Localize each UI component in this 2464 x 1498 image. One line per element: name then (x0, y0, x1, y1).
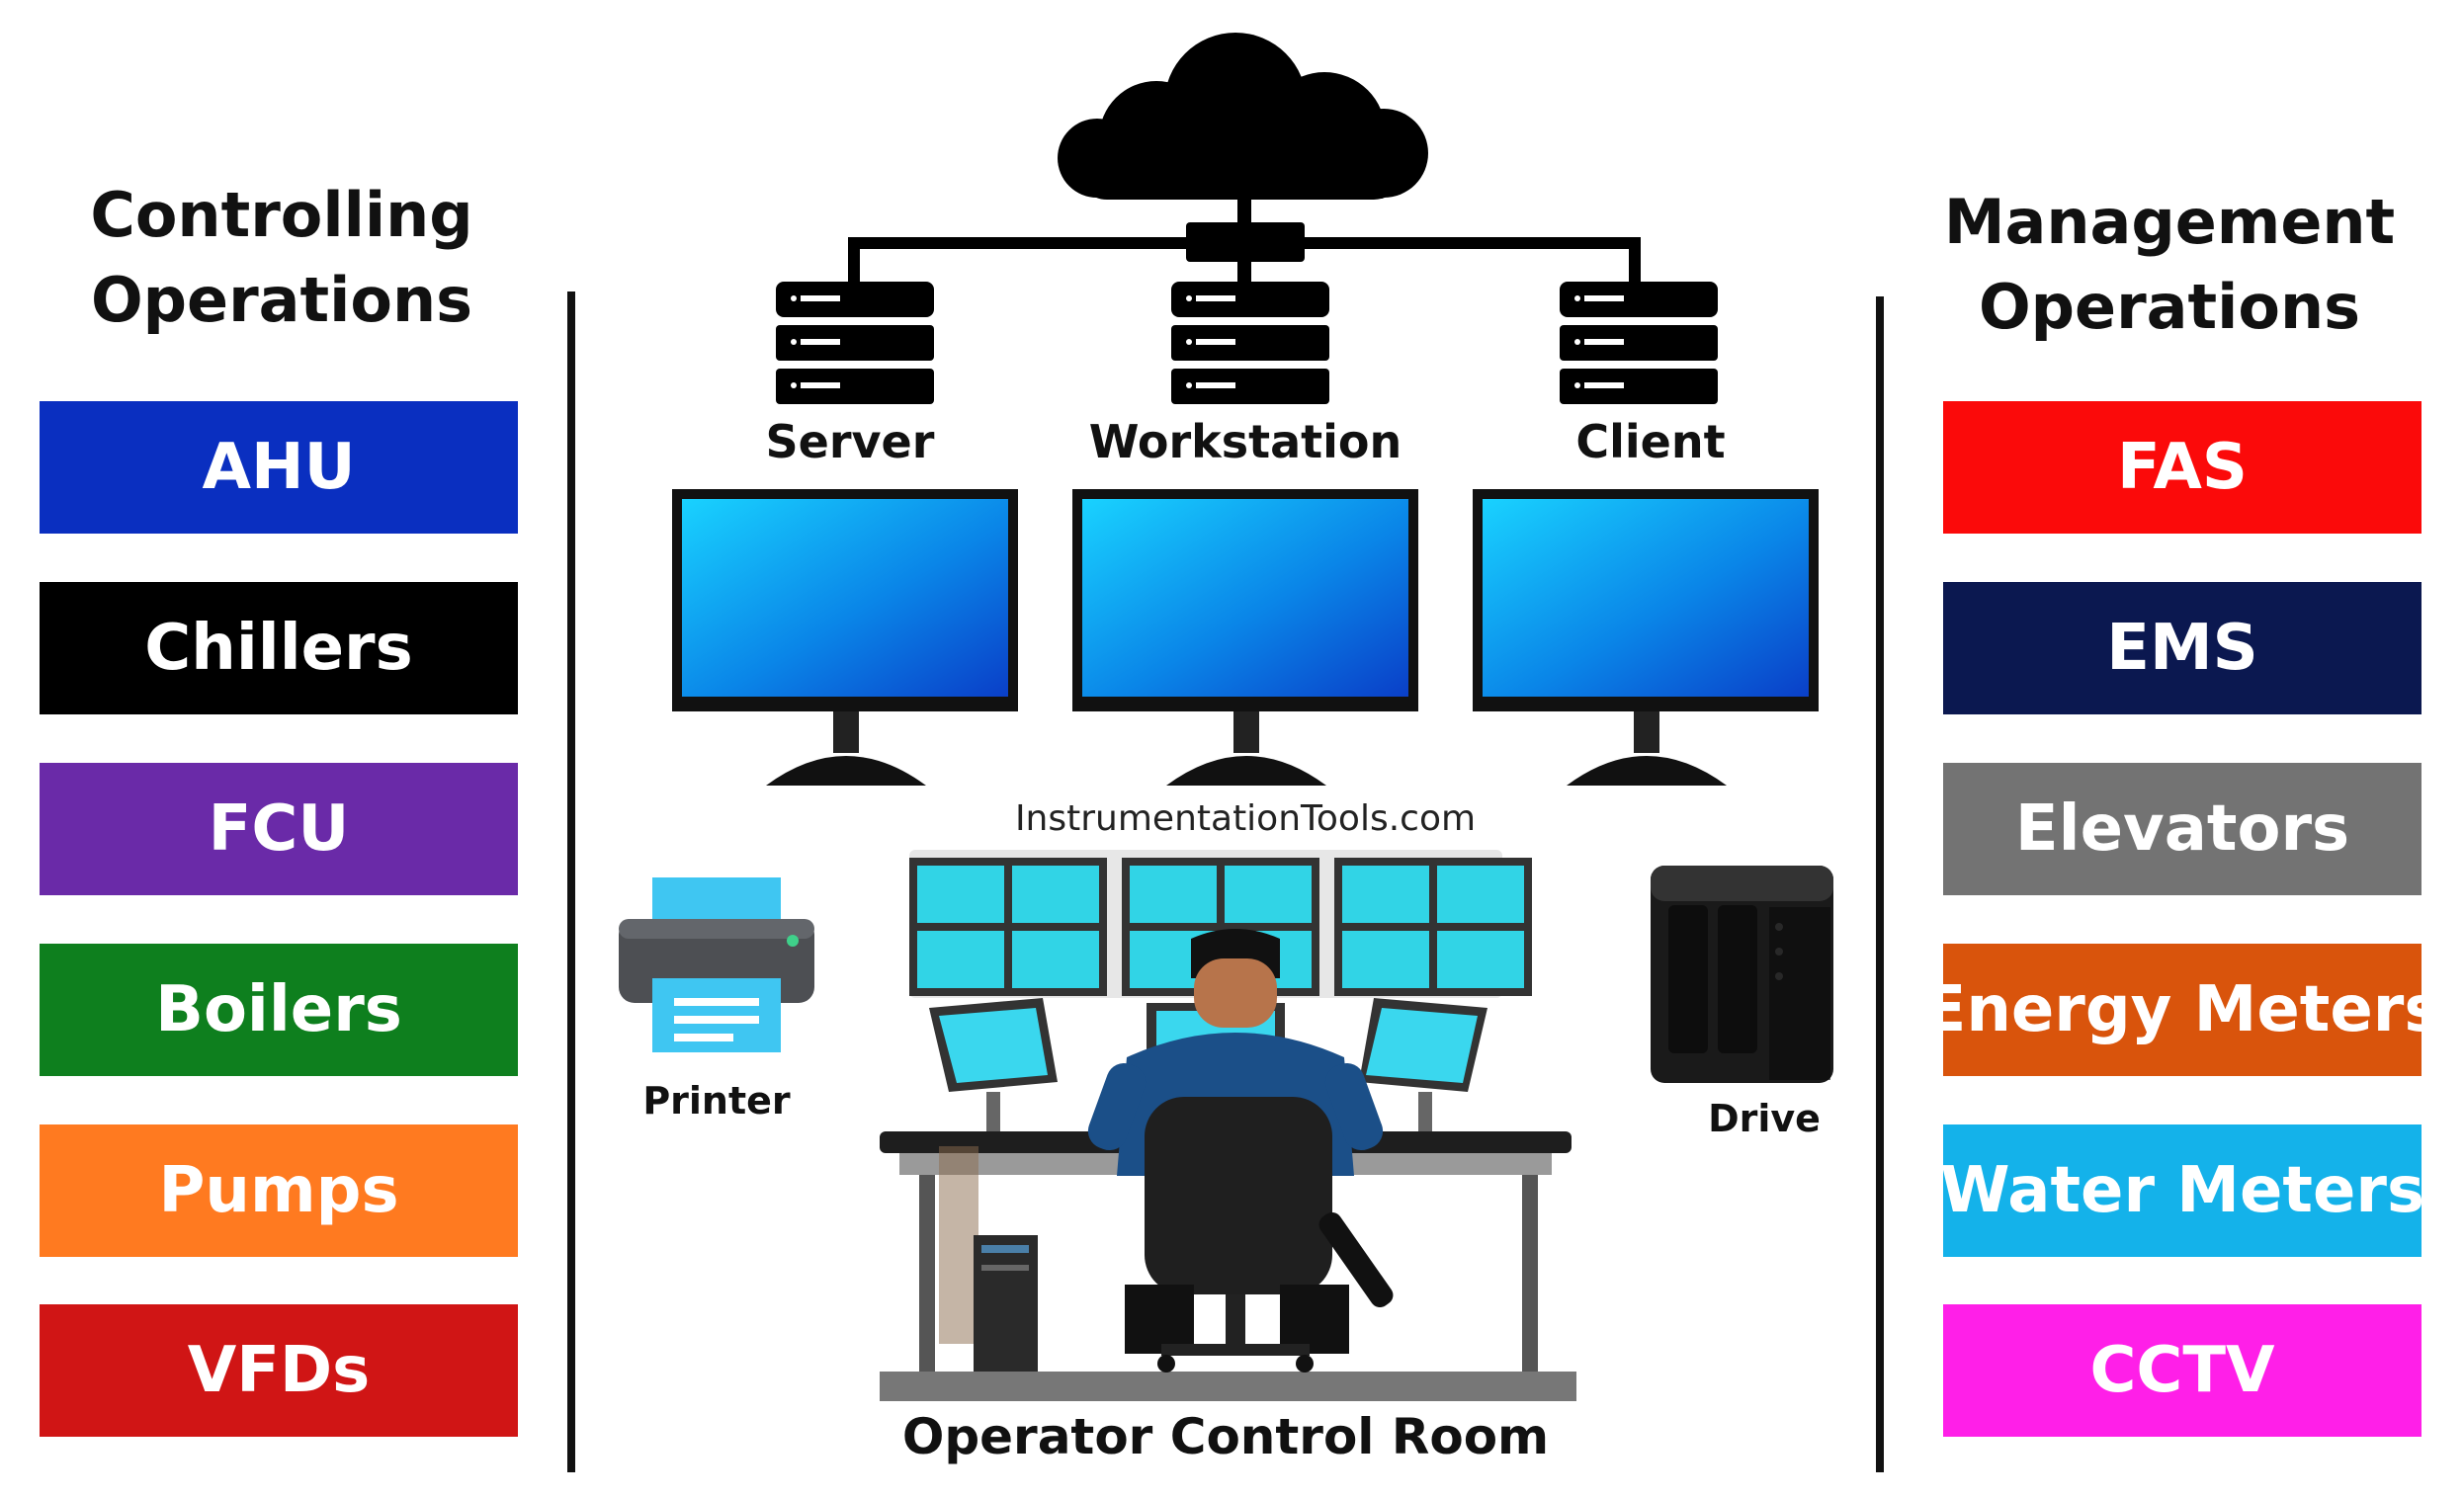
energy-meters-label: Energy Meters (1922, 973, 2442, 1046)
management-operations-heading: Management Operations (1943, 186, 2396, 343)
cctv-box: CCTV (1943, 1304, 2422, 1437)
operator-control-room-illustration (880, 850, 1576, 1401)
chillers-label: Chillers (144, 612, 413, 685)
ems-label: EMS (2106, 612, 2258, 685)
server-icon (1171, 282, 1329, 404)
drive-label: Drive (1708, 1097, 1821, 1140)
chillers-box: Chillers (40, 582, 518, 714)
workstation-label: Workstation (1088, 415, 1402, 468)
water-meters-box: Water Meters (1939, 1124, 2425, 1257)
elevators-box: Elevators (1943, 763, 2422, 895)
left-divider (567, 291, 575, 1472)
network-connector (848, 193, 1641, 296)
pumps-label: Pumps (158, 1154, 399, 1227)
water-meters-label: Water Meters (1939, 1154, 2425, 1227)
pumps-box: Pumps (40, 1124, 518, 1257)
boilers-label: Boilers (155, 973, 402, 1046)
watermark-text: InstrumentationTools.com (1014, 798, 1477, 839)
ems-box: EMS (1943, 582, 2422, 714)
printer-label: Printer (642, 1079, 791, 1123)
drive-icon (1651, 866, 1833, 1083)
printer-icon (619, 877, 814, 1052)
operator-figure (1087, 929, 1394, 1373)
fcu-box: FCU (40, 763, 518, 895)
vfds-box: VFDs (40, 1304, 518, 1437)
vfds-label: VFDs (187, 1334, 371, 1407)
ahu-box: AHU (40, 401, 518, 534)
cctv-label: CCTV (2089, 1334, 2275, 1407)
elevators-label: Elevators (2014, 792, 2350, 866)
monitor-icon (1473, 489, 1819, 786)
energy-meters-box: Energy Meters (1923, 944, 2441, 1076)
boilers-box: Boilers (40, 944, 518, 1076)
fas-label: FAS (2117, 431, 2248, 504)
monitor-icon (672, 489, 1018, 786)
controlling-operations-heading: Controlling Operations (90, 179, 473, 336)
network-diagram (672, 33, 1819, 786)
server-icon (776, 282, 934, 404)
fas-box: FAS (1943, 401, 2422, 534)
cloud-icon (1058, 33, 1428, 200)
ahu-label: AHU (202, 431, 356, 504)
monitor-icon (1072, 489, 1418, 786)
server-label: Server (765, 415, 935, 468)
client-label: Client (1575, 415, 1726, 468)
right-divider (1876, 296, 1884, 1472)
fcu-label: FCU (208, 792, 350, 866)
server-icon (1560, 282, 1718, 404)
operator-control-room-label: Operator Control Room (901, 1408, 1550, 1465)
